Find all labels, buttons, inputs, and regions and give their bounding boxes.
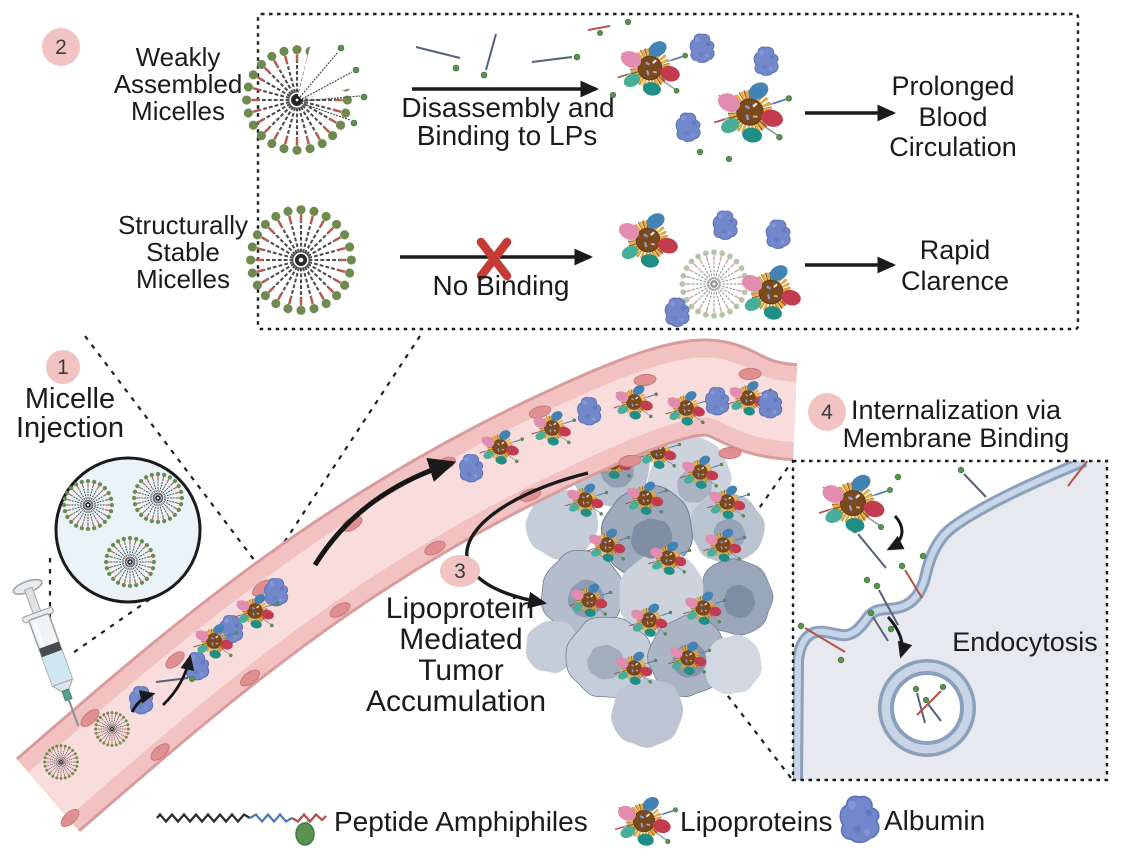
peptide-fragments — [797, 461, 1089, 664]
badge-step-4-number: 4 — [821, 401, 833, 424]
endocytosis-arrow — [886, 615, 913, 659]
box2-comparison-panel: Disassembly and Binding to LPs Prolonged… — [114, 12, 1080, 338]
step1-label: Micelle — [25, 383, 115, 415]
process-label: Binding to LPs — [417, 120, 598, 151]
syringe-icon — [12, 578, 80, 727]
process-label: No Binding — [433, 270, 570, 301]
step3-label: Accumulation — [366, 685, 546, 718]
stable-label: Stable — [146, 237, 220, 267]
step4-label: Internalization via — [851, 395, 1062, 425]
badge-step-1-number: 1 — [57, 356, 69, 379]
stable-label: Structurally — [118, 210, 248, 240]
weakly-label: Micelles — [131, 96, 225, 126]
legend-label-peptide: Peptide Amphiphiles — [334, 806, 588, 837]
stable-micelle-icon — [223, 182, 378, 337]
magnifier-circle — [54, 456, 202, 604]
step4-label: Membrane Binding — [843, 423, 1070, 453]
vessel-contents — [36, 379, 783, 787]
box4-dashed-border — [791, 459, 1109, 782]
outcome-label: Rapid — [920, 235, 991, 265]
legend-label-albumin: Albumin — [884, 805, 985, 836]
bound-lipoprotein-cluster — [609, 18, 791, 163]
outcome-label: Prolonged — [891, 71, 1014, 101]
blood-flow-arrow — [312, 458, 457, 567]
step1-label: Injection — [16, 412, 124, 444]
endocytosis-label: Endocytosis — [952, 627, 1098, 657]
box4-internalization-panel: Endocytosis — [791, 459, 1109, 782]
badge-step-4 — [808, 393, 846, 431]
legend-label-lipoproteins: Lipoproteins — [680, 806, 833, 837]
badge-step-2-number: 2 — [55, 36, 67, 59]
legend: Peptide Amphiphiles Lipoproteins Albumin — [156, 794, 985, 847]
process-label: Disassembly and — [401, 92, 614, 123]
box2-dashed-border — [256, 12, 1080, 331]
injection-site — [12, 456, 202, 727]
outcome-label: Clarence — [901, 266, 1009, 296]
step3-label: Lipoprotein — [386, 592, 534, 625]
badge-step-1 — [46, 350, 80, 384]
step-badges-and-labels: 2 1 Micelle Injection 3 Lipoprotein Medi… — [16, 28, 1069, 718]
blood-vessel-illustration — [15, 338, 799, 833]
binding-arrow — [886, 514, 905, 551]
outcome-label: Circulation — [889, 132, 1017, 162]
peptide-amphiphile-icon — [156, 812, 327, 846]
badge-step-3 — [440, 555, 480, 587]
step3-label: Tumor — [418, 654, 504, 687]
albumin-icon — [839, 795, 880, 844]
stable-label: Micelles — [136, 264, 230, 294]
badge-step-2 — [42, 28, 80, 66]
lipoprotein-icon — [615, 794, 678, 847]
step3-label: Mediated — [399, 623, 522, 656]
extravasation-arrow — [465, 471, 589, 609]
free-peptide-monomers — [415, 25, 611, 79]
vesicle-icon — [878, 659, 976, 757]
lipoprotein-icon — [819, 472, 893, 534]
weakly-label: Weakly — [136, 42, 221, 72]
outcome-label: Blood — [918, 102, 987, 132]
red-x-icon — [476, 237, 512, 281]
cell-interior — [797, 461, 1107, 780]
weakly-assembled-micelle-icon — [219, 22, 374, 177]
weakly-label: Assembled — [114, 69, 243, 99]
badge-step-3-number: 3 — [454, 560, 466, 583]
cleared-particles-cluster — [616, 210, 802, 333]
